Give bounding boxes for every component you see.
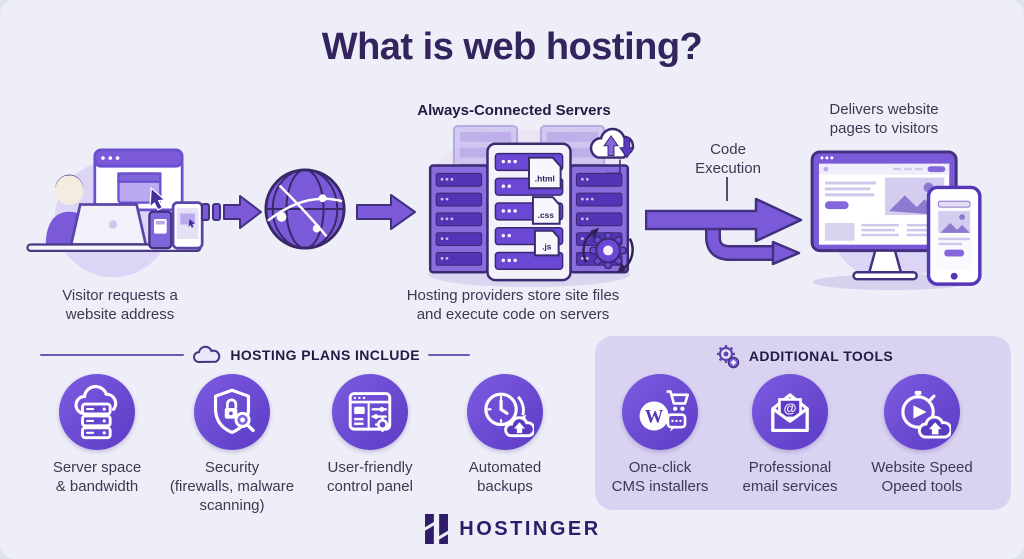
mobile-webpage-wireframe xyxy=(936,199,972,271)
cloud-icon xyxy=(193,345,221,364)
gear-plus-icon xyxy=(716,345,740,369)
servers-caption: Hosting providers store site files and e… xyxy=(406,287,620,324)
wordpress-glyph: W xyxy=(645,407,664,427)
delivery-caption: Delivers website pages to visitors xyxy=(829,101,939,138)
automated-backup-icon xyxy=(467,374,543,450)
email-service-icon: @ xyxy=(752,374,828,450)
code-execution-gear-icon xyxy=(582,227,634,274)
plan-label: Automated backups xyxy=(468,459,542,496)
additional-tools-heading: ADDITIONAL TOOLS xyxy=(748,348,894,364)
servers-heading: Always-Connected Servers xyxy=(417,102,611,119)
visitor-caption: Visitor requests a website address xyxy=(62,287,178,324)
at-glyph: @ xyxy=(784,401,797,416)
plan-label: Server space & bandwidth xyxy=(52,459,142,496)
divider-line xyxy=(428,354,470,356)
plan-label: User-friendly control panel xyxy=(327,459,413,496)
left-server-rack xyxy=(428,164,489,274)
plan-label: Security (firewalls, malware scanning) xyxy=(169,459,295,515)
footer-brand: HOSTINGER xyxy=(0,514,1024,544)
hostinger-logo-icon xyxy=(425,514,449,544)
hosting-plans-heading: HOSTING PLANS INCLUDE xyxy=(230,347,420,363)
request-arrow-icon xyxy=(201,195,262,229)
speed-tools-icon xyxy=(884,374,960,450)
additional-tools-header: ADDITIONAL TOOLS xyxy=(595,343,1011,369)
security-shield-icon xyxy=(194,374,270,450)
website-delivery-illustration xyxy=(810,150,982,291)
delivery-split-arrow-icon xyxy=(645,197,803,266)
js-file-label: .js xyxy=(542,241,552,251)
code-execution-label: Code Execution xyxy=(695,141,761,178)
server-space-icon xyxy=(59,374,135,450)
internet-globe-icon xyxy=(264,168,346,250)
tool-label: One-click CMS installers xyxy=(611,459,709,496)
servers-illustration: .html .css .js xyxy=(428,124,635,288)
tool-label: Website Speed Opeed tools xyxy=(871,459,973,496)
cloud-sync-icon xyxy=(589,127,635,175)
hosting-plans-header: HOSTING PLANS INCLUDE xyxy=(40,343,470,367)
cursor-icon xyxy=(149,186,167,211)
file-icons xyxy=(528,156,562,257)
cms-installer-icon: W xyxy=(622,374,698,450)
css-file-label: .css xyxy=(538,210,555,220)
control-panel-icon xyxy=(332,374,408,450)
brand-name: HOSTINGER xyxy=(459,517,601,540)
tool-label: Professional email services xyxy=(742,459,838,496)
visitor-illustration xyxy=(26,148,204,278)
code-execution-pointer-line xyxy=(726,177,728,201)
divider-line xyxy=(40,354,185,356)
forward-arrow-icon xyxy=(356,194,416,230)
page-title: What is web hosting? xyxy=(321,26,703,68)
html-file-label: .html xyxy=(535,173,555,183)
